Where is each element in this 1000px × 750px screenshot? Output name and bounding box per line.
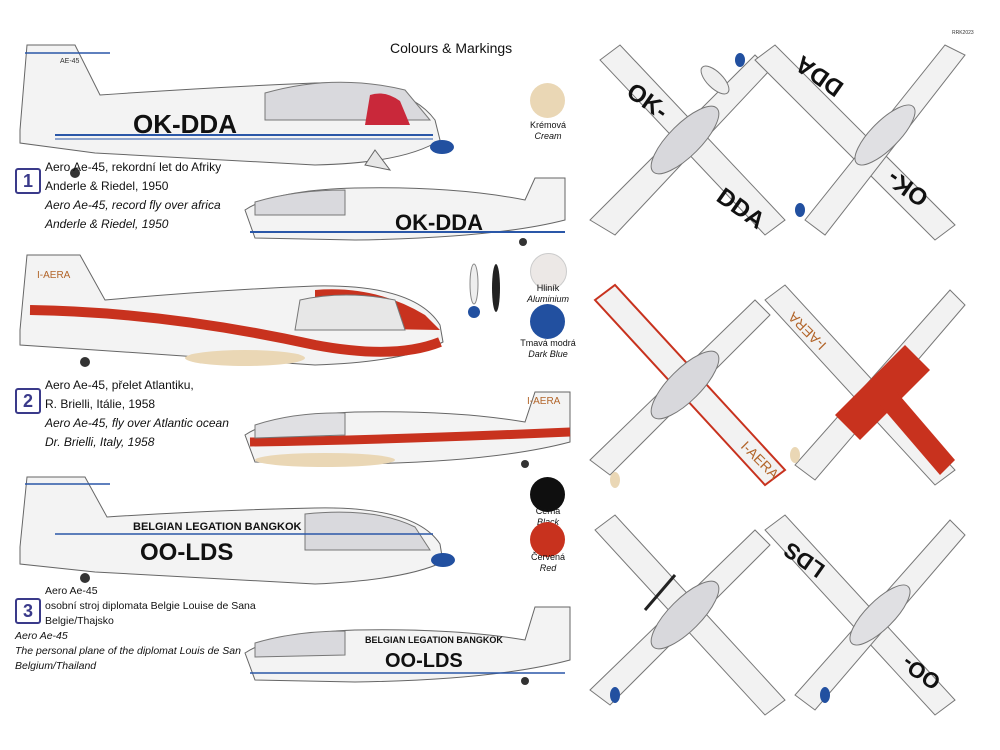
propeller-icons [468,263,500,318]
svg-text:AE-45: AE-45 [60,58,80,65]
scheme-3-right-profile: BELGIAN LEGATION BANGKOK OO-LDS [244,606,571,685]
svg-text:OK-DDA: OK-DDA [395,210,483,235]
svg-text:BELGIAN LEGATION BANGKOK: BELGIAN LEGATION BANGKOK [365,635,503,645]
swatch-cream [530,83,565,118]
svg-text:OO-LDS: OO-LDS [140,539,233,566]
swatch-black [530,477,565,512]
scheme-2-left-profile: I-AERA [19,254,444,367]
planform-views: OK- DDA DDA OK- I-AERA I-AERA [589,44,966,716]
scheme-3-caption: Aero Ae-45 osobní stroj diplomata Belgie… [15,585,256,672]
swatch-red [530,522,565,557]
swatch-aluminium [530,253,567,290]
planform-1-top: DDA OK- [754,44,966,241]
page-title: Colours & Markings [390,40,513,56]
scheme-1-left-profile: AE-45 OK-DDA [19,44,454,178]
planform-2-top: I-AERA [764,284,966,486]
scheme-1-right-profile: OK-DDA [244,177,566,246]
scheme-2-number: 2 [15,388,41,414]
svg-text:I-AERA: I-AERA [527,396,561,407]
planform-1-bottom: OK- DDA [589,44,786,236]
scheme-2-caption: Aero Ae-45, přelet Atlantiku, R. Brielli… [45,378,229,449]
sheet-code: RRK2023 [952,30,974,36]
planform-3-bottom [589,514,786,716]
planform-2-bottom: I-AERA [589,283,787,488]
scheme-3-left-profile: BELGIAN LEGATION BANGKOK OO-LDS [19,476,455,585]
svg-text:I-AERA: I-AERA [37,270,71,281]
scheme-3-number: 3 [15,598,41,624]
svg-text:OO-LDS: OO-LDS [385,650,463,672]
scheme-1-caption: Aero Ae-45, rekordní let do Afriky Ander… [45,160,222,231]
registration-label: OK-DDA [133,109,237,139]
swatch-dark-blue [530,304,565,339]
scheme-2-right-profile: I-AERA [244,391,571,468]
svg-text:BELGIAN LEGATION BANGKOK: BELGIAN LEGATION BANGKOK [133,521,302,533]
scheme-1-number: 1 [15,168,41,194]
planform-3-top: LDS OO- [764,514,966,716]
